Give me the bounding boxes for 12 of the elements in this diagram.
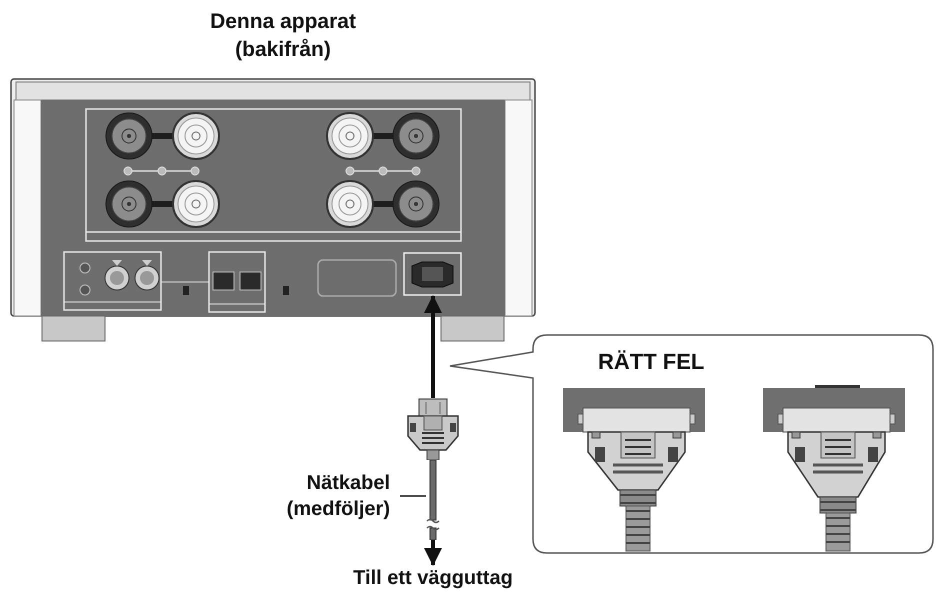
plug-in-socket-drawing [560, 386, 708, 553]
callout-heading: RÄTT FEL [598, 348, 706, 376]
destination-label: Till ett vägguttag [318, 565, 548, 591]
power-cord [426, 460, 440, 540]
device-heading: Denna apparat (bakifrån) [209, 9, 357, 63]
arrow [424, 295, 442, 398]
power-inlet [403, 252, 462, 296]
cable-label: Nätkabel (medföljer) [250, 470, 400, 522]
leader-line [400, 495, 426, 497]
power-plug [406, 398, 460, 460]
arrow [424, 540, 442, 566]
plug-in-socket-drawing [760, 384, 908, 553]
